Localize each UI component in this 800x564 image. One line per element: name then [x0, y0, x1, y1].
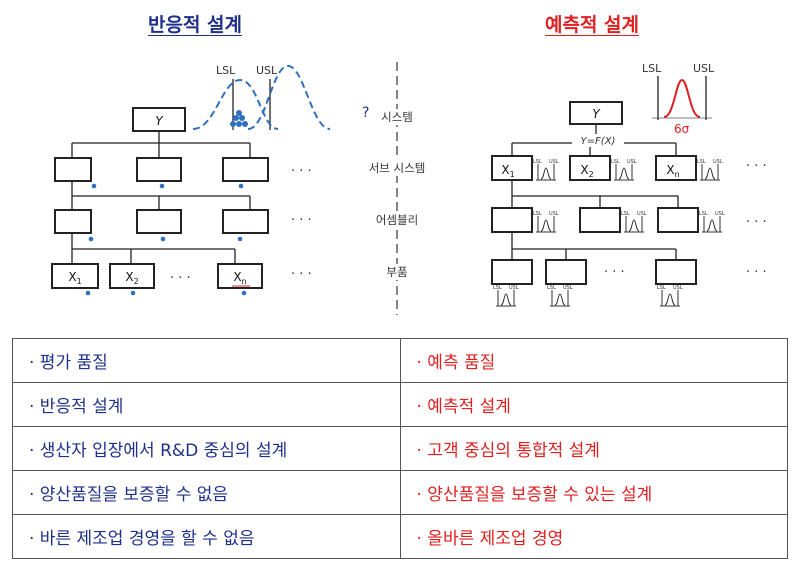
table-row: · 바른 제조업 경영을 할 수 없음· 올바른 제조업 경영	[12, 514, 788, 559]
table-row: · 반응적 설계· 예측적 설계	[12, 382, 788, 427]
mini-lsl-label: LSL	[697, 159, 706, 165]
ellipsis: · · ·	[170, 271, 191, 286]
mini-lsl-label: LSL	[611, 159, 620, 165]
reactive-design-title: 반응적 설계	[148, 14, 243, 36]
mini-distribution-icon: LSL USL	[657, 285, 683, 307]
right-hierarchy	[491, 101, 699, 285]
mini-distribution-icon: LSL USL	[547, 285, 573, 307]
left-part-box	[51, 263, 99, 289]
left-part-label: Xn	[233, 270, 246, 286]
reactive-item: · 반응적 설계	[12, 382, 401, 427]
mini-distribution-icon: LSL USL	[533, 211, 559, 233]
ellipsis: · · ·	[291, 213, 312, 228]
right-subsystem-box	[491, 155, 533, 181]
mini-usl-label: USL	[509, 285, 519, 291]
mini-usl-label: USL	[673, 285, 683, 291]
predictive-item: · 예측적 설계	[399, 382, 788, 427]
left-subsystem-box	[54, 157, 92, 182]
level-label-assembly: 어셈블리	[376, 213, 418, 227]
mini-usl-label: USL	[715, 211, 725, 217]
function-label: Y=F(X)	[581, 136, 616, 147]
mini-lsl-label: LSL	[533, 159, 542, 165]
mini-lsl-label: LSL	[621, 211, 630, 217]
mini-distribution-icon: LSL USL	[621, 211, 647, 233]
left-system-label: Y	[155, 114, 164, 128]
mini-distribution-icons: LSL USL LSL USL LSL USL LSL USL LSL USL LSL USL LSL U…	[493, 159, 725, 307]
mini-distribution-icon: LSL USL	[493, 285, 519, 307]
mini-distribution-icon: LSL USL	[699, 211, 725, 233]
predictive-design-title: 예측적 설계	[545, 14, 640, 36]
ellipsis: · · ·	[746, 159, 767, 174]
left-distribution-chart: LSL USL	[192, 64, 331, 130]
left-assembly-box	[54, 209, 92, 234]
mini-usl-label: USL	[637, 211, 647, 217]
left-part-label: X1	[68, 270, 81, 286]
table-row: · 양산품질을 보증할 수 없음· 양산품질을 보증할 수 있는 설계	[12, 470, 788, 515]
ellipsis: · · ·	[291, 267, 312, 282]
mini-distribution-icon: LSL USL	[697, 159, 723, 181]
right-sub-label: X1	[501, 163, 514, 179]
left-part-box	[109, 263, 155, 289]
left-usl-label: USL	[256, 64, 278, 77]
ellipsis: · · ·	[746, 265, 767, 280]
ellipsis: · · ·	[604, 265, 625, 280]
left-subsystem-box	[222, 157, 269, 182]
sigma-label: 6σ	[674, 122, 690, 136]
left-part-label: X2	[125, 270, 138, 286]
question-mark: ?	[362, 105, 369, 121]
mini-usl-label: USL	[627, 159, 637, 165]
right-subsystem-box	[655, 155, 697, 181]
reactive-item: · 양산품질을 보증할 수 없음	[12, 470, 401, 515]
level-label-part: 부품	[386, 265, 407, 279]
right-part-box	[545, 259, 587, 285]
right-part-box	[491, 259, 533, 285]
right-sub-label: X2	[580, 163, 593, 179]
level-label-subsystem: 서브 시스템	[369, 161, 426, 175]
reactive-item: · 바른 제조업 경영을 할 수 없음	[12, 514, 401, 559]
mini-distribution-icon: LSL USL	[611, 159, 637, 181]
left-hierarchy	[51, 107, 269, 289]
mini-usl-label: USL	[563, 285, 573, 291]
predictive-item: · 예측 품질	[399, 338, 788, 383]
mini-usl-label: USL	[549, 159, 559, 165]
right-assembly-box	[491, 207, 533, 233]
mini-usl-label: USL	[713, 159, 723, 165]
right-system-box	[569, 101, 623, 125]
reactive-item: · 생산자 입장에서 R&D 중심의 설계	[12, 426, 401, 471]
right-assembly-box	[657, 207, 699, 233]
right-usl-label: USL	[693, 62, 715, 75]
predictive-item: · 올바른 제조업 경영	[399, 514, 788, 559]
right-lsl-label: LSL	[642, 62, 662, 75]
left-lsl-label: LSL	[216, 64, 236, 77]
ellipsis: · · ·	[291, 164, 312, 179]
ellipsis: · · ·	[746, 215, 767, 230]
mini-distribution-icon: LSL USL	[533, 159, 559, 181]
predictive-item: · 고객 중심의 통합적 설계	[399, 426, 788, 471]
left-system-box	[132, 107, 186, 132]
right-subsystem-box	[569, 155, 611, 181]
left-part-box	[217, 263, 263, 289]
right-part-box	[655, 259, 697, 285]
mini-lsl-label: LSL	[493, 285, 502, 291]
left-assembly-box	[136, 209, 182, 234]
reactive-item: · 평가 품질	[12, 338, 401, 383]
mini-usl-label: USL	[549, 211, 559, 217]
left-measurement-dots	[85, 183, 247, 296]
table-row: · 평가 품질· 예측 품질	[12, 338, 788, 383]
mini-lsl-label: LSL	[533, 211, 542, 217]
left-subsystem-box	[136, 157, 182, 182]
predictive-item: · 양산품질을 보증할 수 있는 설계	[399, 470, 788, 515]
right-system-label: Y	[592, 107, 601, 121]
left-assembly-box	[222, 209, 269, 234]
mini-lsl-label: LSL	[657, 285, 666, 291]
mini-lsl-label: LSL	[699, 211, 708, 217]
level-label-system: 시스템	[381, 110, 413, 124]
comparison-table: · 평가 품질· 예측 품질 · 반응적 설계· 예측적 설계 · 생산자 입장…	[12, 338, 788, 559]
design-comparison-diagram: Y X1 X2 Xn LSL USL · · · · · · · · · · ·…	[51, 62, 767, 315]
right-distribution-chart: LSL USL 6σ	[642, 62, 715, 136]
mini-lsl-label: LSL	[547, 285, 556, 291]
right-assembly-box	[579, 207, 621, 233]
right-sub-label: Xn	[666, 163, 679, 179]
table-row: · 생산자 입장에서 R&D 중심의 설계· 고객 중심의 통합적 설계	[12, 426, 788, 471]
